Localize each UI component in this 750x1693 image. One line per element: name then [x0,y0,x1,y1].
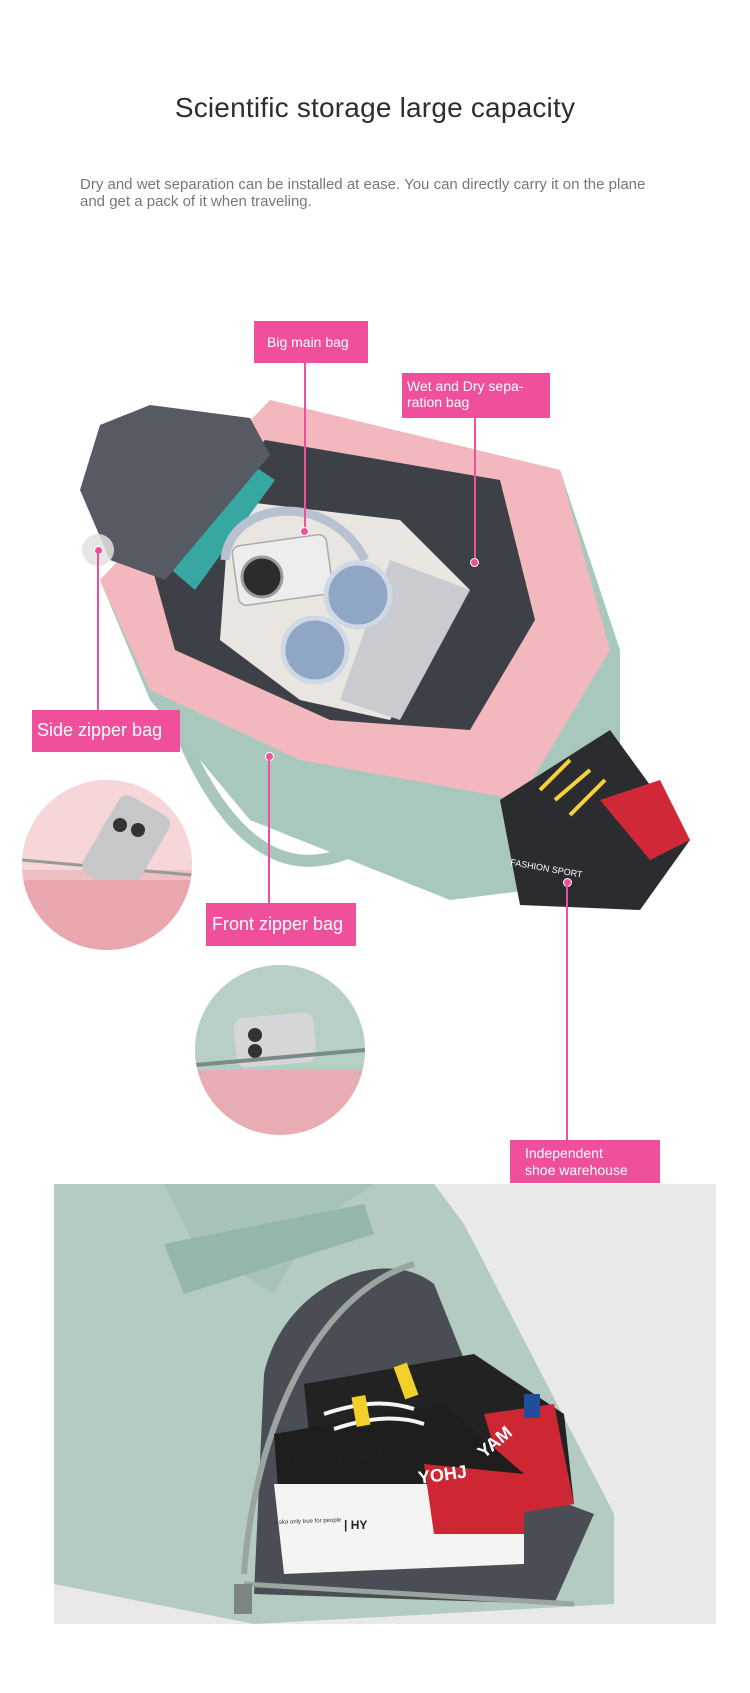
callout-big-main-bag-label: Big main bag [267,334,349,350]
dot-big-main-bag [300,527,309,536]
callout-shoe-line1: Independent [525,1145,603,1161]
pin-big-main-bag [304,363,306,531]
pin-wet-dry-bag [474,418,476,563]
inset-side-zipper [22,780,192,950]
callout-big-main-bag: Big main bag [254,321,368,363]
water-bottle [160,460,275,590]
callout-front-zipper-bag: Front zipper bag [206,903,356,946]
bag-flap [80,405,270,580]
page-title: Scientific storage large capacity [174,92,576,123]
bag-illustration: FASHION SPORT [80,400,690,910]
side-zipper-phone-illustration [22,780,192,950]
callout-wet-dry-line1: Wet and Dry sepa- [407,378,524,394]
shoe-red-heel [600,780,690,860]
laptop-screen [340,560,470,720]
shoe-compartment-photo: FASHION SPORT YOHJ YAM | HY a ska only t… [54,1184,716,1624]
camera-lens [240,555,284,599]
page-description: Dry and wet separation can be installed … [80,176,646,210]
headphone-cup-right [280,615,350,685]
pin-side-zipper [97,552,99,710]
callout-side-zipper-bag: Side zipper bag [32,710,180,752]
callout-front-zipper-label: Front zipper bag [212,914,344,934]
headphone-cup-left [323,560,393,630]
inset-front-zipper [195,965,365,1135]
callout-shoe-line2: shoe warehouse [525,1162,628,1178]
print-small: a ska only true for people [274,1518,342,1526]
callout-wet-dry-bag: Wet and Dry sepa- ration bag [402,373,550,418]
callout-side-zipper-label: Side zipper bag [37,720,163,740]
print-hy: | HY [344,1518,367,1532]
callout-shoe-warehouse: Independent shoe warehouse [510,1140,660,1183]
print-fashion-sport: FASHION SPORT [294,1448,384,1465]
callout-wet-dry-line2: ration bag [407,394,470,410]
dot-wet-dry-bag [470,558,479,567]
front-zipper-phone-illustration [195,965,365,1135]
pin-shoe-warehouse [566,884,568,1140]
shoe-laces [538,758,607,817]
pin-front-zipper [268,758,270,904]
shoe-compartment [500,730,690,910]
headphones-band [220,506,370,563]
